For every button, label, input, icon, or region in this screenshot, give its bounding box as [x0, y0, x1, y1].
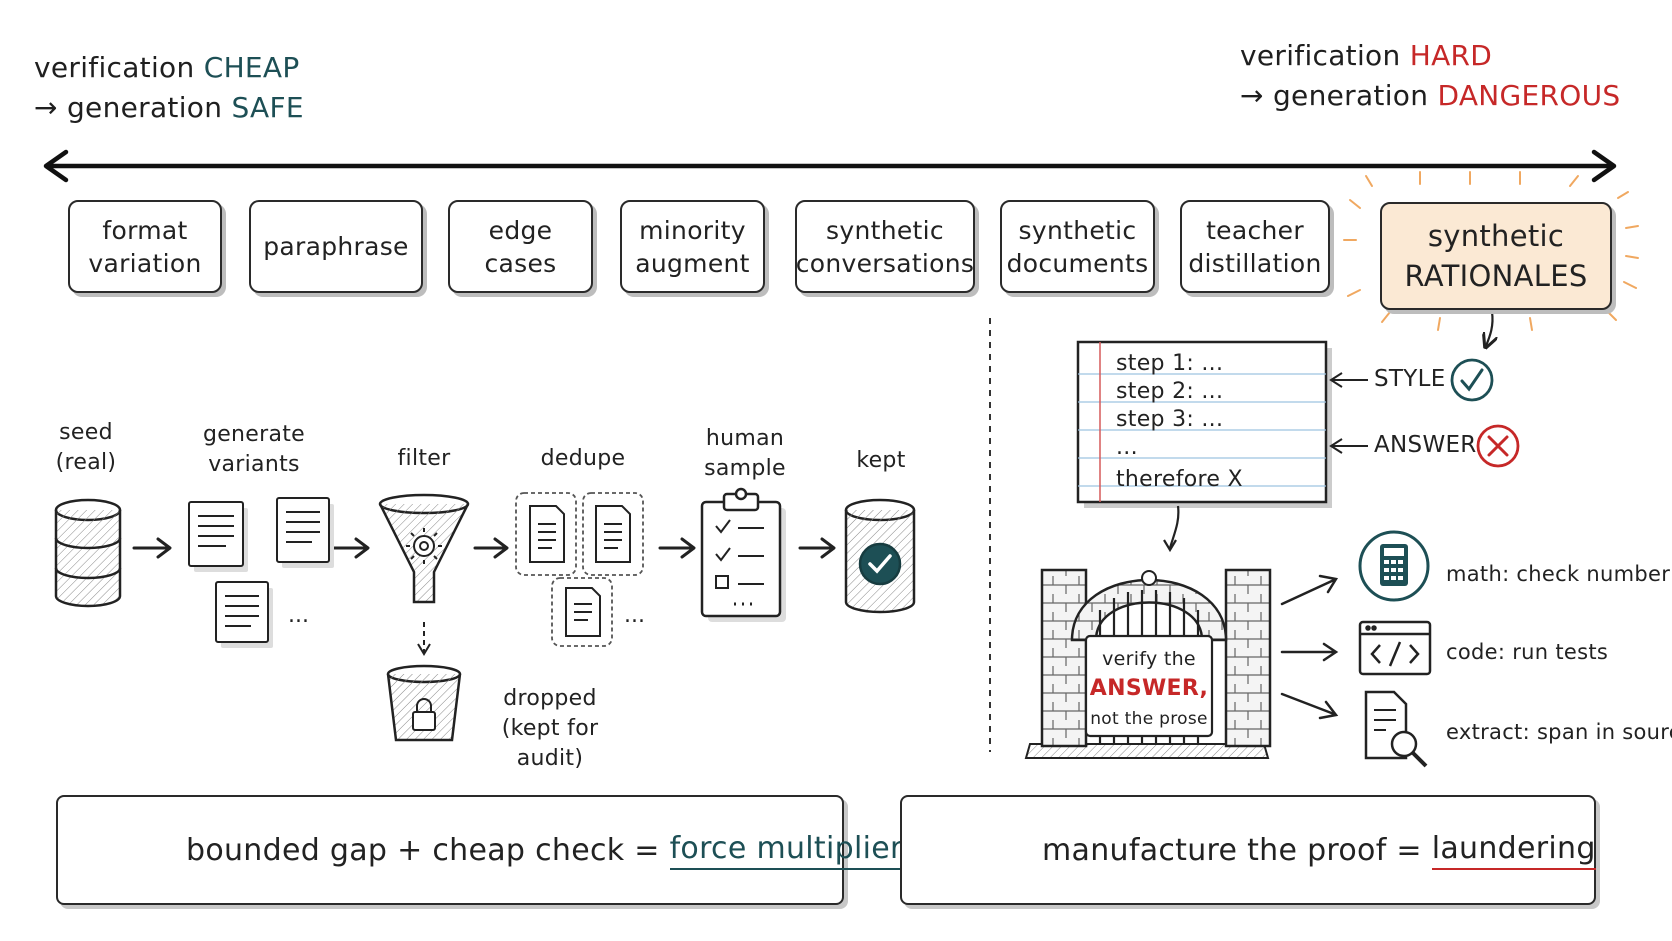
stage-dedupe: dedupe: [540, 446, 626, 471]
spectrum-synthetic-documents: synthetic documents: [1000, 200, 1155, 293]
force-multiplier-formula: bounded gap + cheap check = force multip…: [186, 830, 903, 870]
variants-ellipsis: ...: [288, 603, 309, 628]
gate-sign: verify the ANSWER, not the prose: [1089, 648, 1209, 729]
force-multiplier-text: force multiplier: [669, 831, 903, 870]
calculator-icon: [1358, 530, 1430, 602]
spectrum-minority-augment: minority augment: [620, 200, 765, 293]
laundering-text: laundering: [1431, 831, 1596, 870]
right-arrow-icon: →: [34, 91, 58, 124]
safe-word: SAFE: [231, 91, 304, 124]
spectrum-paraphrase: paraphrase: [249, 200, 423, 293]
spectrum-edge-cases: edge cases: [448, 200, 593, 293]
note-line: ...: [1116, 435, 1138, 460]
dedupe-ellipsis: ...: [624, 603, 645, 628]
check-math-label: math: check number: [1446, 562, 1671, 586]
dedupe-icon: [515, 492, 644, 647]
stage-seed: seed (real): [55, 420, 117, 475]
note-line: step 2: ...: [1116, 379, 1224, 404]
right-header-line2: → generation DANGEROUS: [1240, 79, 1621, 112]
stage-human-sample: human sample: [704, 426, 786, 481]
notepad-icon: [1076, 340, 1332, 508]
stage-kept: kept: [856, 448, 906, 473]
dropped-label: dropped (kept for audit): [501, 686, 599, 771]
note-line: step 1: ...: [1116, 351, 1224, 376]
check-circle-icon: [1450, 358, 1494, 402]
dangerous-word: DANGEROUS: [1437, 79, 1621, 112]
spectrum-synthetic-conversations: synthetic conversations: [795, 200, 975, 293]
check-extract-label: extract: span in source: [1446, 720, 1672, 744]
document-icon: [188, 497, 334, 648]
highlight-rays: [1343, 171, 1639, 331]
left-header-line2: → generation SAFE: [34, 91, 304, 124]
spectrum-teacher-distillation: teacher distillation: [1180, 200, 1330, 293]
right-header: verification HARD → generation DANGEROUS: [1240, 36, 1620, 116]
x-circle-icon: [1476, 424, 1520, 468]
trash-can-icon: [386, 664, 462, 742]
lock-icon: [412, 711, 436, 731]
clipboard-icon: [700, 487, 786, 622]
force-multiplier-box: bounded gap + cheap check = force multip…: [56, 795, 903, 905]
funnel-icon: [378, 493, 470, 604]
left-header-line1: verification CHEAP: [34, 51, 300, 84]
right-arrow-icon: →: [1240, 79, 1264, 112]
spectrum-format-variation: format variation: [68, 200, 222, 293]
rationale-note-text: step 1: ... step 2: ... step 3: ... ... …: [1116, 350, 1243, 494]
database-icon: [54, 498, 122, 608]
right-header-line1: verification HARD: [1240, 39, 1493, 72]
laundering-box: manufacture the proof = laundering: [900, 795, 1596, 905]
answer-label: ANSWER: [1374, 432, 1477, 458]
left-header: verification CHEAP → generation SAFE: [34, 48, 304, 128]
style-label: STYLE: [1374, 366, 1446, 392]
hard-word: HARD: [1409, 39, 1493, 72]
spectrum-synthetic-rationales: synthetic RATIONALES: [1380, 202, 1612, 310]
stone-gate-icon: [1024, 568, 1272, 759]
code-window-icon: [1358, 620, 1432, 676]
cheap-word: CHEAP: [203, 51, 300, 84]
pipeline-arrows: [132, 537, 836, 559]
spectrum-arrow: [43, 149, 1617, 183]
check-arrows: [1280, 574, 1339, 720]
laundering-formula: manufacture the proof = laundering: [1042, 830, 1596, 870]
note-line: therefore X: [1116, 467, 1243, 492]
stage-generate-variants: generate variants: [202, 422, 306, 477]
check-code-label: code: run tests: [1446, 640, 1609, 664]
kept-container-icon: [844, 498, 916, 614]
document-search-icon: [1364, 690, 1428, 768]
stage-filter: filter: [397, 446, 451, 471]
note-line: step 3: ...: [1116, 407, 1224, 432]
